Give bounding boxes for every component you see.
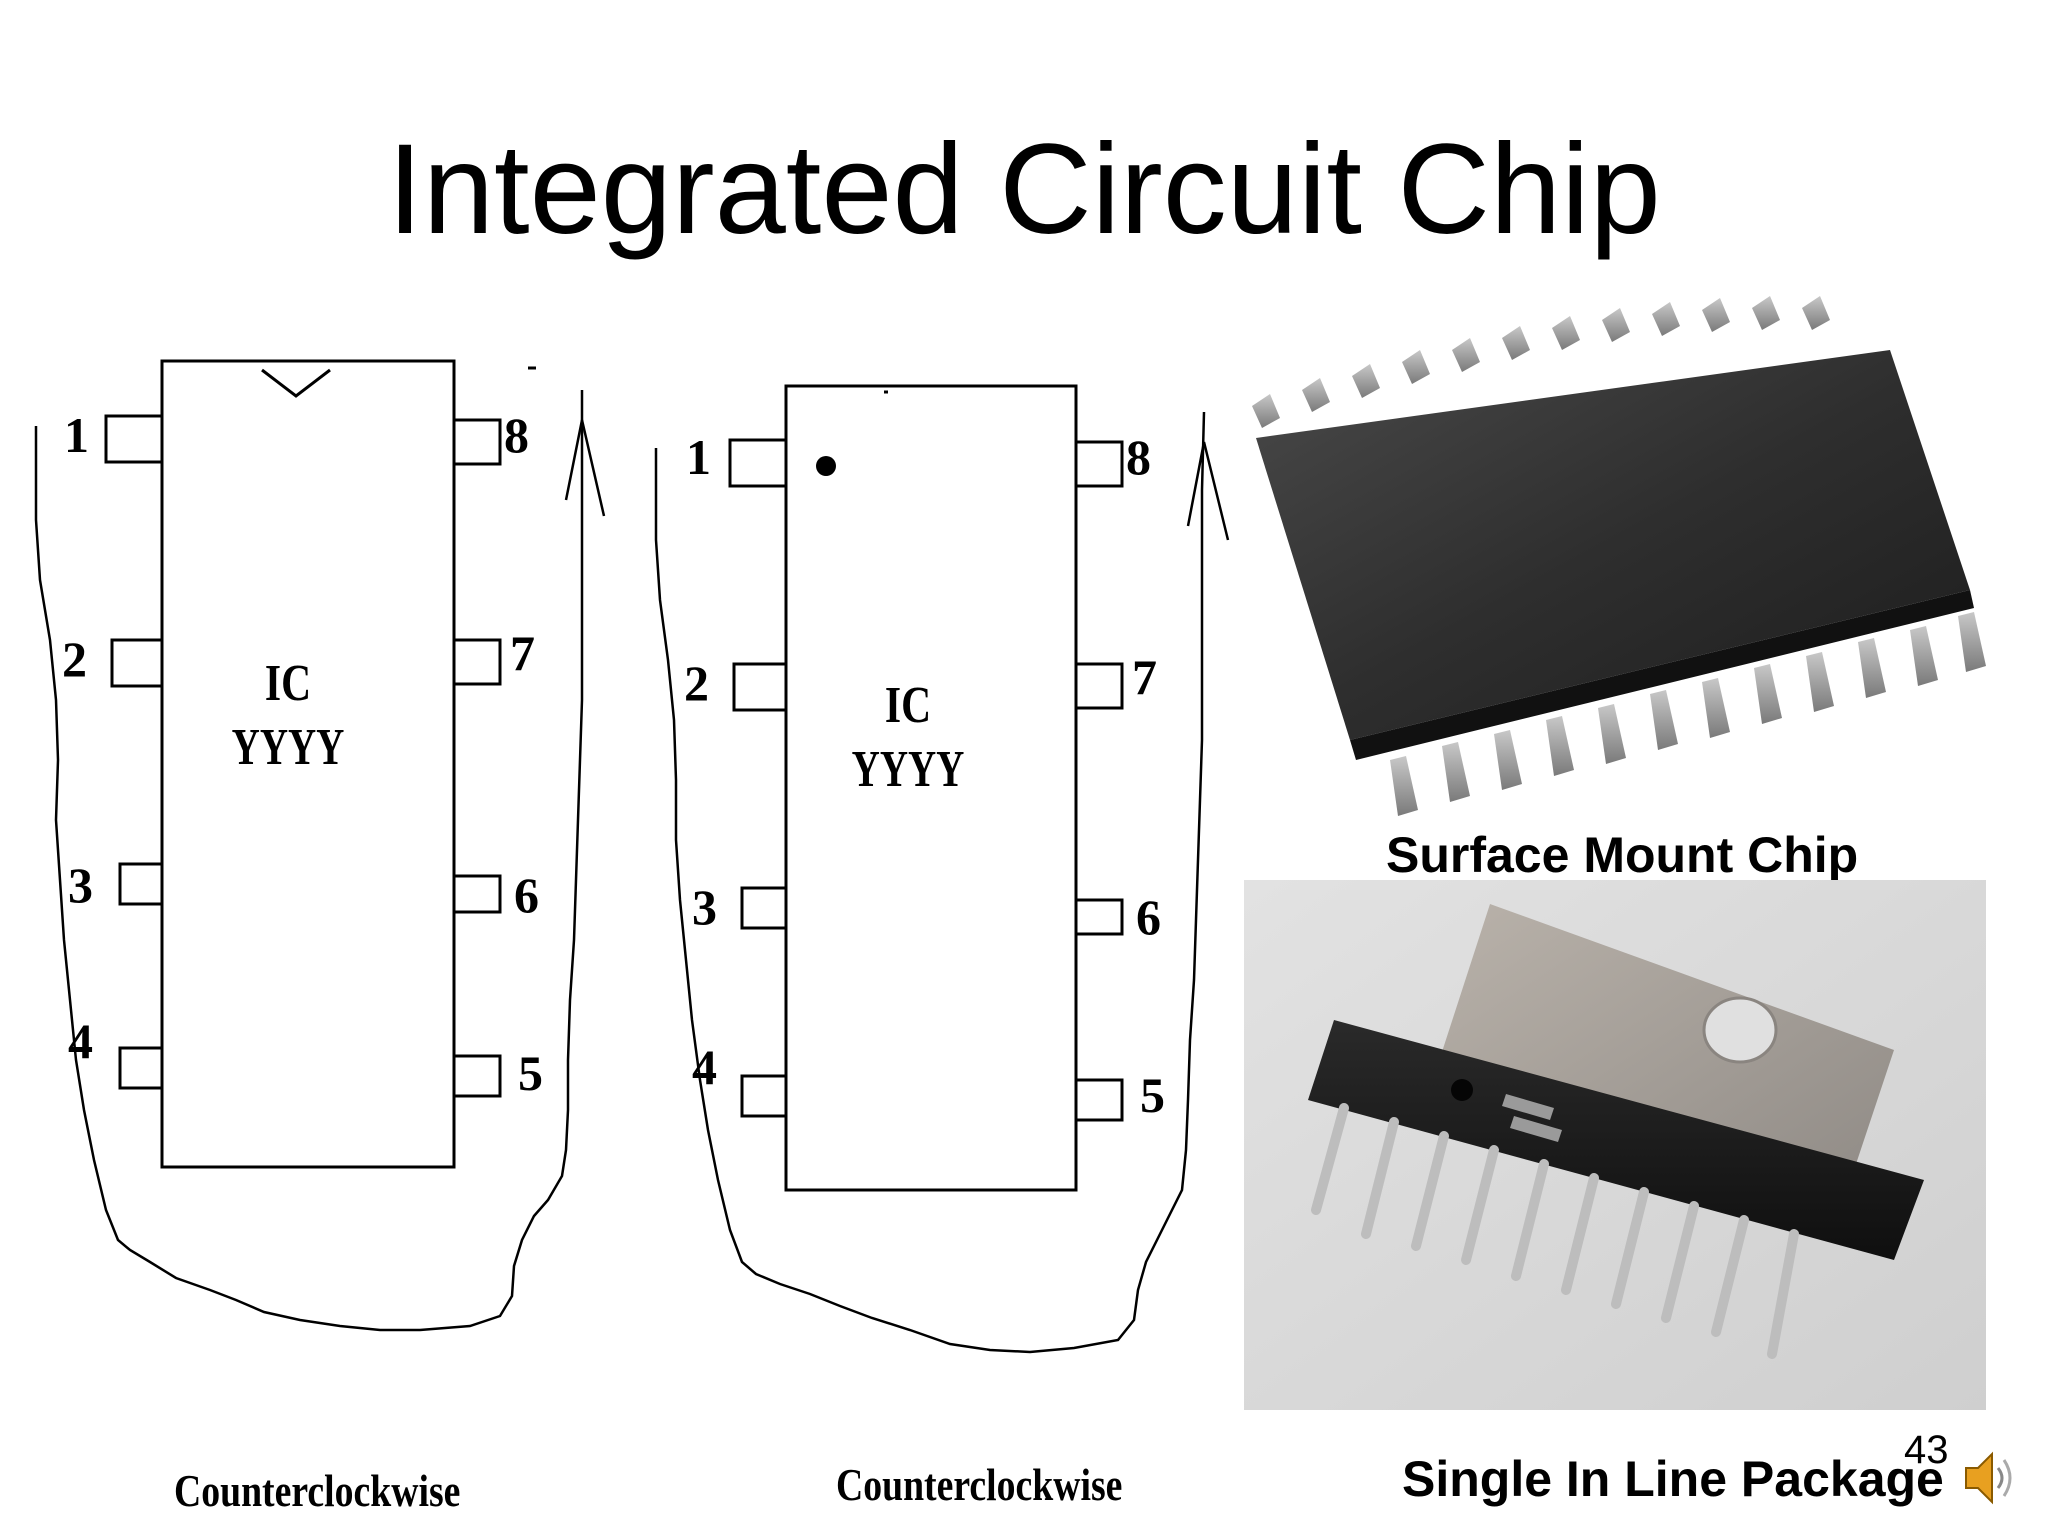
sip-logo-mark bbox=[1502, 1094, 1562, 1142]
pin-number: 1 bbox=[64, 407, 89, 463]
ic-body bbox=[160, 359, 456, 1169]
pin-3 bbox=[740, 886, 788, 930]
pin-5 bbox=[452, 1054, 502, 1098]
pin-number: 5 bbox=[1140, 1067, 1165, 1123]
slide-title: Integrated Circuit Chip bbox=[387, 118, 1661, 261]
sip-caption: Single In Line Package bbox=[1402, 1451, 1944, 1507]
pin-number: 8 bbox=[504, 407, 529, 463]
pin-number: 7 bbox=[510, 625, 535, 681]
pin-3 bbox=[118, 862, 164, 906]
pin-6 bbox=[1074, 898, 1124, 936]
chip-label: YYYY bbox=[232, 718, 345, 776]
smt-chip-body bbox=[1256, 350, 1970, 740]
mounting-hole bbox=[1702, 996, 1778, 1064]
smt-bottom-leads bbox=[1390, 612, 1986, 816]
chip-label: IC bbox=[885, 677, 931, 734]
smt-top-leads bbox=[1252, 296, 1830, 428]
pin-number: 5 bbox=[518, 1045, 543, 1101]
pin-7 bbox=[452, 638, 502, 686]
pin-1 bbox=[728, 438, 788, 488]
pin-number: 2 bbox=[62, 631, 87, 687]
pin-number: 6 bbox=[1136, 889, 1161, 945]
surface-mount-caption: Surface Mount Chip bbox=[1386, 827, 1859, 883]
pin-5 bbox=[1074, 1078, 1124, 1122]
speaker-icon[interactable] bbox=[1962, 1446, 2018, 1510]
chip-label: YYYY bbox=[852, 740, 965, 798]
pin-2 bbox=[110, 638, 164, 688]
ic-body bbox=[784, 384, 1078, 1192]
pin-number: 8 bbox=[1126, 429, 1151, 485]
pin-1 bbox=[104, 414, 164, 464]
chip-label: IC bbox=[265, 655, 311, 712]
arrow-head bbox=[564, 419, 606, 517]
pin-8 bbox=[1074, 440, 1124, 488]
pin-number: 1 bbox=[686, 429, 711, 485]
slide-page-number: 43 bbox=[1904, 1428, 1949, 1472]
pin-number: 3 bbox=[68, 857, 93, 913]
orientation-dot bbox=[816, 456, 836, 476]
pin-number: 3 bbox=[692, 879, 717, 935]
ic-diagram-dot: 1 2 3 4 8 7 6 5 IC YYYY bbox=[654, 384, 1230, 1354]
pin-number: 6 bbox=[514, 867, 539, 923]
pin-7 bbox=[1074, 662, 1124, 710]
counterclockwise-arrow-path bbox=[654, 411, 1206, 1354]
pin-4 bbox=[740, 1074, 788, 1118]
pin-number: 2 bbox=[684, 655, 709, 711]
pin-number: 7 bbox=[1132, 649, 1157, 705]
ic-diagram-notch: 1 2 3 4 8 7 6 5 IC YYYY bbox=[34, 359, 606, 1332]
single-in-line-package-image bbox=[1244, 880, 1986, 1410]
arrow-head bbox=[1186, 441, 1230, 541]
surface-mount-chip-image bbox=[1252, 296, 1986, 816]
pin-4 bbox=[118, 1046, 164, 1090]
pin-8 bbox=[452, 418, 502, 466]
heat-sink-tab bbox=[1440, 904, 1894, 1200]
counterclockwise-arrow-path bbox=[34, 390, 584, 1332]
diagram-caption: Counterclockwise bbox=[836, 1459, 1123, 1510]
diagram-caption: Counterclockwise bbox=[174, 1465, 461, 1516]
pin-2 bbox=[732, 662, 788, 712]
pin-6 bbox=[452, 874, 502, 914]
sip-leads bbox=[1311, 1103, 1799, 1359]
orientation-notch bbox=[261, 368, 331, 398]
